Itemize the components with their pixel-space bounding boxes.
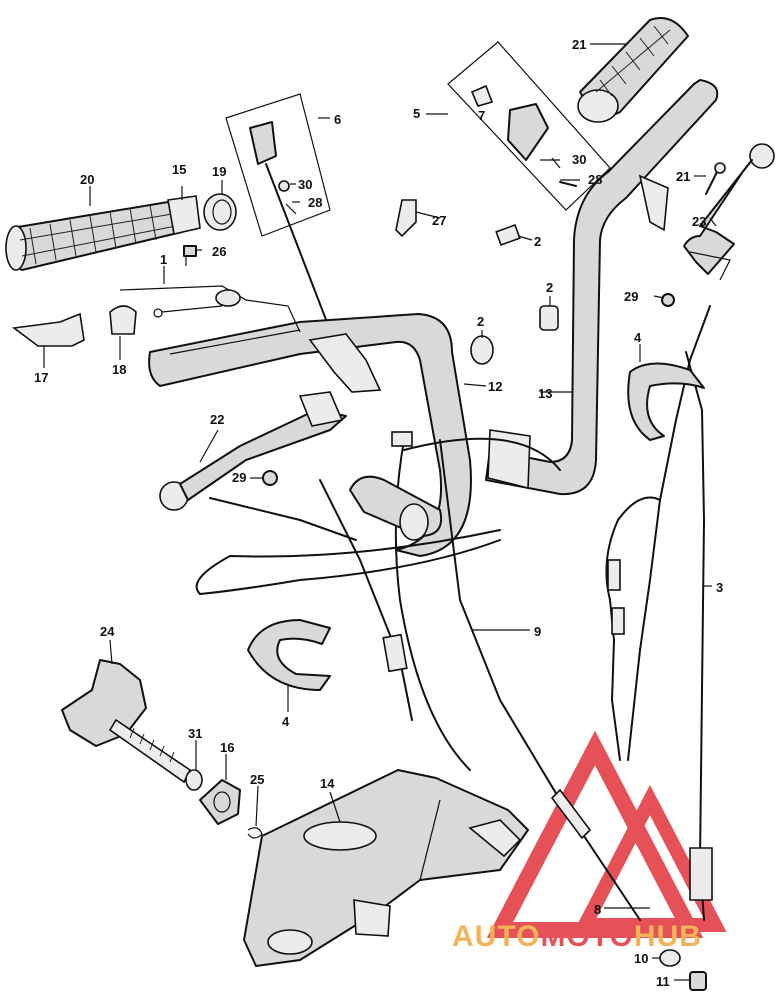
callout-28-lower: 28	[308, 195, 322, 210]
part-31-washer	[185, 769, 203, 791]
watermark-triangle-inner	[573, 784, 727, 932]
callout-18: 18	[112, 362, 126, 377]
part-26-screw	[183, 245, 197, 266]
callout-1: 1	[160, 252, 167, 267]
callout-29-left: 29	[232, 470, 246, 485]
part-20-left-grip	[5, 195, 201, 271]
callout-11: 11	[656, 974, 670, 989]
watermark-text-moto: MOTO	[540, 920, 633, 953]
part-21-right-grip	[577, 17, 689, 123]
part-2-nut-a	[495, 223, 521, 247]
cable-connectors	[382, 431, 713, 901]
callout-22: 22	[210, 412, 224, 427]
part-24-knob	[61, 659, 192, 784]
part-2-nut-b	[539, 305, 559, 331]
callout-30-upper: 30	[572, 152, 586, 167]
callout-21-grip: 21	[572, 37, 586, 52]
part-23-right-lever	[683, 143, 775, 281]
callout-24: 24	[100, 624, 115, 639]
part-27-bolt	[395, 199, 417, 238]
part-25-clip	[247, 827, 263, 839]
callout-25: 25	[250, 772, 264, 787]
callout-20: 20	[80, 172, 94, 187]
callout-10: 10	[634, 951, 648, 966]
part-6-group	[225, 93, 331, 331]
callout-27: 27	[432, 213, 446, 228]
part-4-clamp-lower	[247, 619, 331, 691]
part-4-clamp-upper	[627, 362, 705, 441]
callout-4-upper: 4	[634, 330, 642, 345]
callout-19: 19	[212, 164, 226, 179]
callout-2-upper: 2	[534, 234, 541, 249]
part-18-cap	[109, 305, 137, 335]
callout-23: 23	[692, 214, 706, 229]
callout-12: 12	[488, 379, 502, 394]
callout-2-middle: 2	[546, 280, 553, 295]
callout-13: 13	[538, 386, 552, 401]
callout-7: 7	[478, 108, 485, 123]
part-13-right-handlebar	[485, 79, 719, 496]
callout-28-upper: 28	[588, 172, 602, 187]
callout-labels: 21 5 7 6 30 28 30 28 21 23 27 2 2 2 29 4…	[34, 37, 723, 989]
part-11-end	[689, 971, 707, 991]
callout-9: 9	[534, 624, 541, 639]
part-16-lower-grip	[349, 475, 442, 541]
part-14-bracket	[243, 769, 529, 967]
watermark-logo: AUTOMOTOHUB	[452, 730, 727, 953]
svg-text:AUTOMOTOHUB: AUTOMOTOHUB	[452, 920, 702, 953]
watermark-text-auto: AUTO	[452, 920, 540, 953]
callout-8: 8	[594, 902, 601, 917]
callout-5: 5	[413, 106, 420, 121]
part-15-throttle-sleeve	[167, 195, 201, 235]
part-19-collar	[203, 193, 237, 231]
part-10-cap	[659, 949, 681, 967]
callout-21-bolt: 21	[676, 169, 690, 184]
part-22-left-lever	[159, 391, 347, 511]
part-17-holder	[11, 312, 85, 347]
part-1-wire	[119, 285, 301, 333]
callout-30-lower: 30	[298, 177, 312, 192]
callout-15: 15	[172, 162, 186, 177]
callout-16: 16	[220, 740, 234, 755]
callout-3: 3	[716, 580, 723, 595]
part-2-nut-c	[470, 335, 494, 365]
callout-6: 6	[334, 112, 341, 127]
callout-17: 17	[34, 370, 48, 385]
part-29-nut-b	[262, 470, 278, 486]
part-21-small-bolt	[705, 162, 726, 195]
watermark-text-hub: HUB	[634, 920, 702, 953]
part-29-nut-a	[661, 293, 675, 307]
leader-lines	[43, 43, 717, 981]
callout-29-right: 29	[624, 289, 638, 304]
callout-31: 31	[188, 726, 202, 741]
callout-26: 26	[212, 244, 226, 259]
part-16-nut	[199, 779, 241, 825]
callout-2-lower: 2	[477, 314, 484, 329]
callout-4-lower: 4	[282, 714, 290, 729]
part-5-group	[447, 41, 611, 211]
callout-14: 14	[320, 776, 335, 791]
